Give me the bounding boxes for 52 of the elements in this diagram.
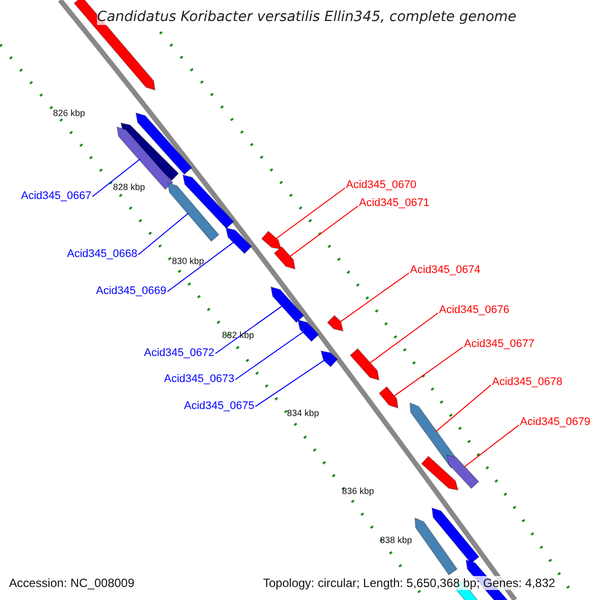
gene-label: Acid345_0670 xyxy=(346,179,416,191)
gene-label: Acid345_0667 xyxy=(21,190,92,202)
gene-feature xyxy=(420,456,459,491)
gene-feature xyxy=(274,246,296,270)
leader-line xyxy=(463,424,520,468)
gene-feature xyxy=(414,517,458,576)
leader-line xyxy=(234,331,304,380)
gene-label: Acid345_0675 xyxy=(184,400,254,412)
title: Candidatus Koribacter versatilis Ellin345, complete genome xyxy=(97,9,516,25)
gene-feature xyxy=(320,350,338,368)
gene-feature xyxy=(378,386,399,409)
gene-label: Acid345_0678 xyxy=(492,376,562,388)
leader-line xyxy=(92,158,140,198)
gene-label: Acid345_0669 xyxy=(96,285,166,297)
gene-label: Acid345_0676 xyxy=(439,304,510,316)
leader-line xyxy=(166,241,235,292)
genome-summary-text: Topology: circular; Length: 5,650,368 bp; Genes: 4,832 xyxy=(263,576,556,590)
gene-label: Acid345_0671 xyxy=(359,197,430,209)
leader-line xyxy=(288,206,358,258)
gene-label: Acid345_0673 xyxy=(164,373,234,385)
gene-label: Acid345_0674 xyxy=(410,264,480,276)
leader-line xyxy=(275,188,346,240)
leader-line xyxy=(254,359,326,408)
scale-label: 826 kbp xyxy=(53,108,86,118)
gene-feature xyxy=(446,454,480,490)
gene-label: Acid345_0668 xyxy=(67,248,138,260)
leader-line xyxy=(435,384,492,432)
scale-label: 836 kbp xyxy=(342,486,374,496)
scale-label: 838 kbp xyxy=(380,535,412,545)
gene-feature xyxy=(350,348,380,381)
scale-label: 828 kbp xyxy=(113,182,146,192)
gene-feature xyxy=(167,182,220,242)
leader-line xyxy=(368,312,438,364)
gene-label: Acid345_0672 xyxy=(144,347,214,359)
leader-line xyxy=(393,346,464,397)
leader-line xyxy=(339,272,410,323)
gene-feature xyxy=(326,314,344,332)
gene-label: Acid345_0677 xyxy=(464,338,534,350)
gene-label: Acid345_0679 xyxy=(520,416,590,428)
gene-feature xyxy=(270,286,304,324)
gene-feature xyxy=(261,230,282,250)
scale-label: 834 kbp xyxy=(287,408,320,418)
gene-feature xyxy=(297,319,320,342)
scale-label: 830 kbp xyxy=(172,256,204,266)
gene-feature xyxy=(225,227,252,254)
leader-line xyxy=(138,212,189,256)
gene-feature xyxy=(135,112,192,175)
gene-feature xyxy=(431,507,480,564)
gene-feature xyxy=(182,174,234,230)
scale-label: 832 kbp xyxy=(222,330,254,340)
accession-text: Accession: NC_008009 xyxy=(9,576,134,590)
leader-line xyxy=(214,305,284,354)
